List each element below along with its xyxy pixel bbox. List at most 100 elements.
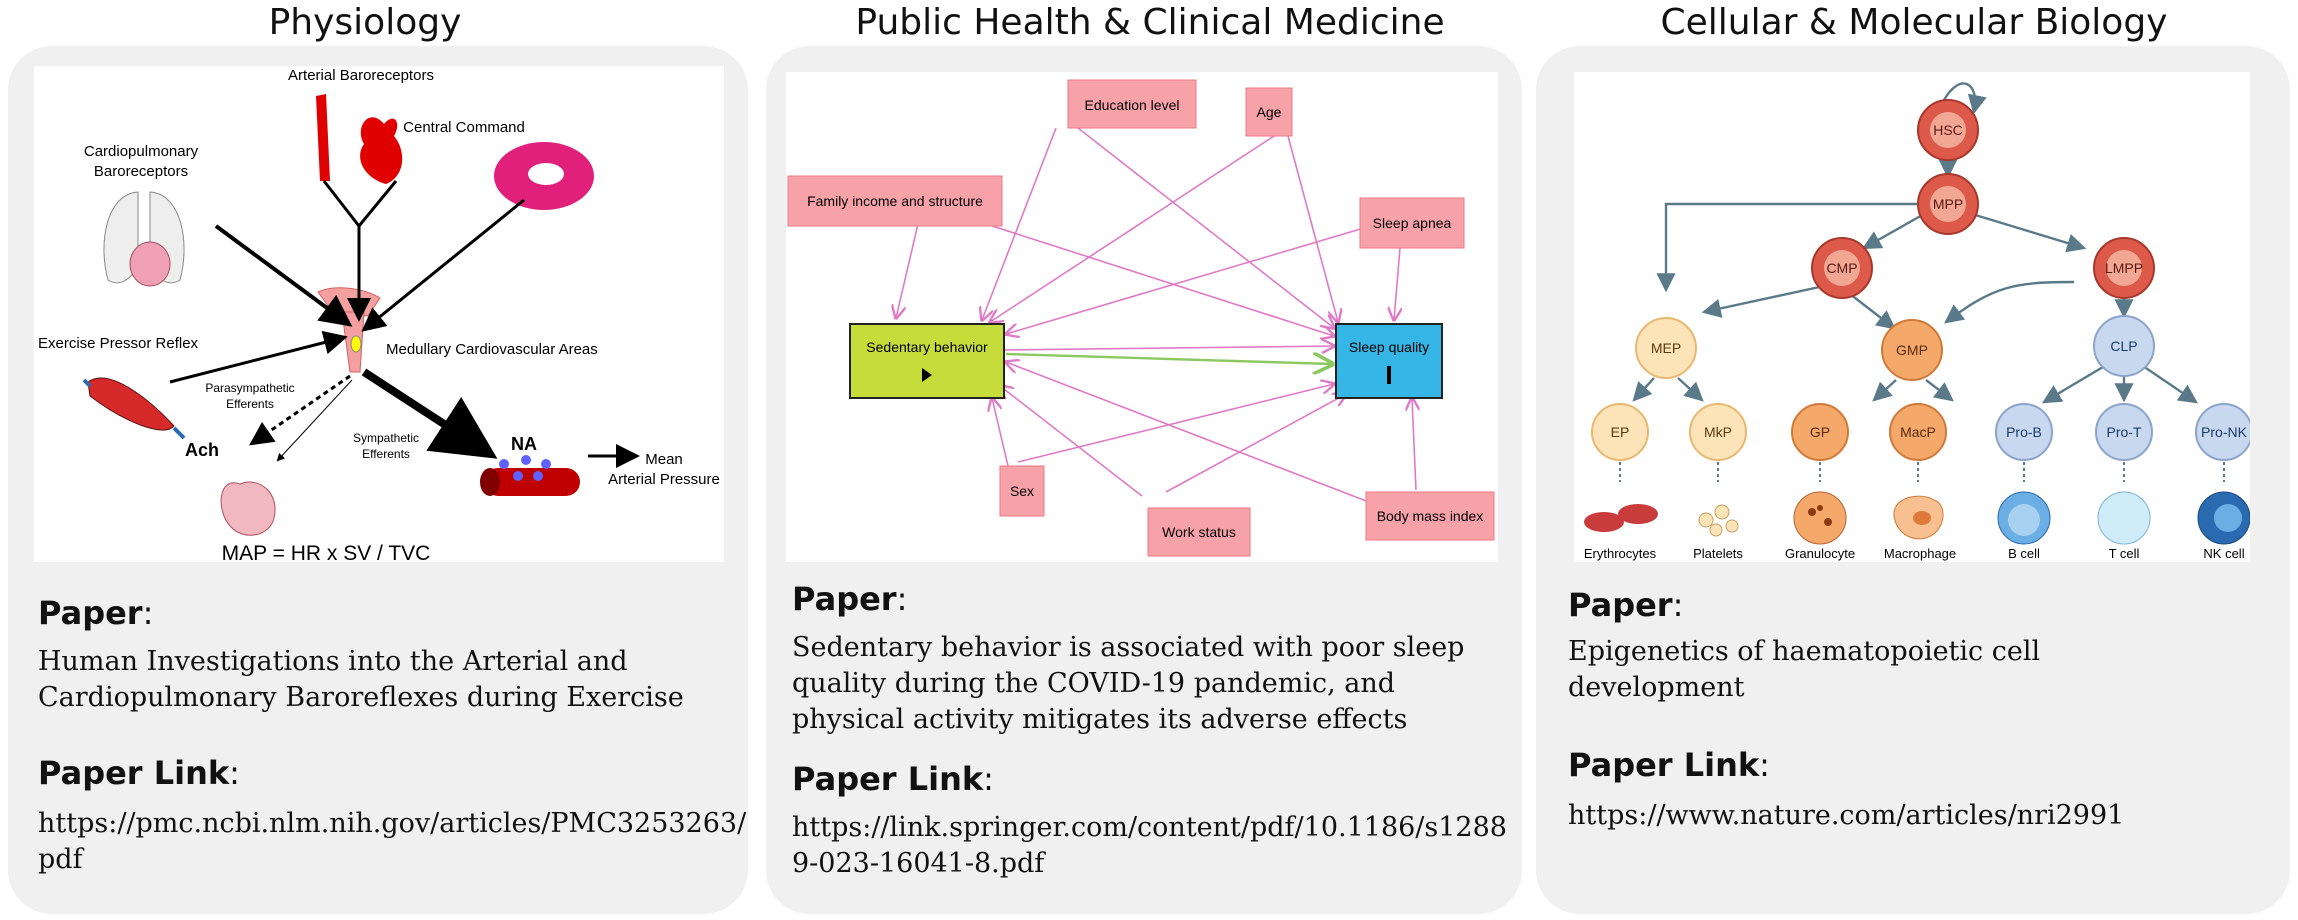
svg-text:MPP: MPP bbox=[1933, 196, 1963, 212]
label-medullary: Medullary Cardiovascular Areas bbox=[386, 341, 598, 358]
artery-icon bbox=[316, 94, 403, 184]
card-cell-biology: HSC MPP CMP LMPP MEP GMP CLP EP MkP GP M… bbox=[1536, 46, 2290, 914]
node-pro-b: Pro-B bbox=[1995, 403, 2053, 461]
heart-icon bbox=[220, 481, 276, 536]
baroreflex-figure: Arterial Baroreceptors Central Command C… bbox=[34, 66, 724, 562]
svg-text:EP: EP bbox=[1611, 424, 1630, 440]
central-command-icon bbox=[494, 142, 594, 210]
brainstem-icon bbox=[317, 287, 381, 373]
node-sex: Sex bbox=[999, 465, 1045, 517]
node-age: Age bbox=[1245, 87, 1293, 137]
svg-text:Work status: Work status bbox=[1162, 524, 1236, 540]
paper-label: Paper: bbox=[792, 580, 908, 618]
svg-text:Family income and structure: Family income and structure bbox=[807, 193, 983, 209]
main-effect-arrow bbox=[1005, 354, 1332, 364]
label-symp-efferents: Efferents bbox=[362, 447, 410, 461]
node-ep: EP bbox=[1591, 403, 1649, 461]
label-arterial-baroreceptors: Arterial Baroreceptors bbox=[288, 67, 434, 84]
dag-arrows bbox=[896, 127, 1416, 505]
label-b-cell: B cell bbox=[2008, 546, 2040, 561]
sleep-dag-figure: Education level Age Family income and st… bbox=[786, 72, 1498, 562]
node-cmp: CMP bbox=[1811, 237, 1873, 299]
t-cell-icon bbox=[2097, 491, 2151, 545]
muscle-icon bbox=[82, 377, 186, 440]
node-gp: GP bbox=[1791, 403, 1849, 461]
svg-text:Sleep quality: Sleep quality bbox=[1349, 339, 1429, 355]
vessel-icon bbox=[480, 455, 580, 496]
paper-label: Paper: bbox=[38, 594, 154, 632]
card-physiology: Arterial Baroreceptors Central Command C… bbox=[8, 46, 748, 914]
card-title-cell-biology: Cellular & Molecular Biology bbox=[1660, 2, 2168, 43]
label-baroreceptors: Baroreceptors bbox=[94, 163, 188, 180]
paper-link-label: Paper Link: bbox=[38, 754, 240, 792]
svg-text:LMPP: LMPP bbox=[2105, 260, 2143, 276]
label-t-cell: T cell bbox=[2109, 546, 2140, 561]
node-lmpp: LMPP bbox=[2093, 237, 2155, 299]
card-title-public-health: Public Health & Clinical Medicine bbox=[855, 2, 1445, 43]
label-granulocyte: Granulocyte bbox=[1785, 546, 1855, 561]
svg-text:Pro-NK: Pro-NK bbox=[2201, 424, 2248, 440]
node-family: Family income and structure bbox=[787, 175, 1003, 227]
card-title-physiology: Physiology bbox=[268, 2, 462, 43]
svg-text:Body mass index: Body mass index bbox=[1377, 508, 1484, 524]
label-erythrocytes: Erythrocytes bbox=[1584, 546, 1657, 561]
node-bmi: Body mass index bbox=[1365, 491, 1495, 541]
svg-text:Sedentary behavior: Sedentary behavior bbox=[866, 339, 988, 355]
label-macrophage: Macrophage bbox=[1884, 546, 1956, 561]
label-exercise-pressor: Exercise Pressor Reflex bbox=[38, 335, 199, 352]
paper-label: Paper: bbox=[1568, 586, 1684, 624]
maturation-arrows bbox=[1619, 462, 2225, 482]
svg-text:Sleep apnea: Sleep apnea bbox=[1373, 215, 1452, 231]
granulocyte-icon bbox=[1793, 491, 1847, 545]
node-clp: CLP bbox=[2093, 315, 2155, 377]
lineage-arrows bbox=[1632, 82, 2198, 404]
paper-link[interactable]: https://www.nature.com/articles/nri2991 bbox=[1568, 800, 2125, 831]
label-na: NA bbox=[511, 434, 537, 454]
card-public-health: Education level Age Family income and st… bbox=[766, 46, 1522, 914]
paper-title: Human Investigations into the Arterial a… bbox=[38, 646, 684, 713]
svg-text:CMP: CMP bbox=[1826, 260, 1857, 276]
node-gmp: GMP bbox=[1881, 319, 1943, 381]
node-mep: MEP bbox=[1635, 317, 1697, 379]
paper-title: Sedentary behavior is associated with po… bbox=[792, 632, 1465, 735]
haematopoiesis-figure: HSC MPP CMP LMPP MEP GMP CLP EP MkP GP M… bbox=[1574, 72, 2250, 562]
node-sleep: Sleep quality bbox=[1335, 323, 1443, 399]
svg-text:GMP: GMP bbox=[1896, 342, 1928, 358]
svg-text:HSC: HSC bbox=[1933, 122, 1963, 138]
svg-text:Pro-T: Pro-T bbox=[2107, 424, 2142, 440]
paper-link-label: Paper Link: bbox=[792, 760, 994, 798]
svg-text:MacP: MacP bbox=[1900, 424, 1936, 440]
label-para-efferents: Efferents bbox=[226, 397, 274, 411]
b-cell-icon bbox=[1997, 491, 2051, 545]
paper-link-label: Paper Link: bbox=[1568, 746, 1770, 784]
node-sedentary: Sedentary behavior bbox=[849, 323, 1005, 399]
svg-text:Education level: Education level bbox=[1085, 97, 1180, 113]
svg-text:GP: GP bbox=[1810, 424, 1830, 440]
label-map-formula: MAP = HR x SV / TVC bbox=[222, 542, 431, 562]
svg-text:MEP: MEP bbox=[1651, 340, 1681, 356]
label-mean: Mean bbox=[645, 451, 683, 468]
label-central-command: Central Command bbox=[403, 119, 525, 136]
node-macp: MacP bbox=[1889, 403, 1947, 461]
label-parasympathetic: Parasympathetic bbox=[205, 381, 294, 395]
label-sympathetic: Sympathetic bbox=[353, 431, 419, 445]
label-platelets: Platelets bbox=[1693, 546, 1743, 561]
physiology-arrows bbox=[169, 180, 640, 468]
paper-link[interactable]: https://pmc.ncbi.nlm.nih.gov/articles/PM… bbox=[38, 808, 747, 875]
svg-text:Age: Age bbox=[1257, 104, 1282, 120]
node-hsc: HSC bbox=[1917, 99, 1979, 161]
node-apnea: Sleep apnea bbox=[1359, 197, 1465, 249]
macrophage-icon bbox=[1893, 495, 1944, 540]
node-pro-t: Pro-T bbox=[2095, 403, 2153, 461]
node-work: Work status bbox=[1147, 507, 1251, 557]
label-ach: Ach bbox=[185, 440, 219, 460]
erythrocytes-icon bbox=[1584, 504, 1658, 532]
paper-link[interactable]: https://link.springer.com/content/pdf/10… bbox=[792, 812, 1507, 879]
svg-text:Pro-B: Pro-B bbox=[2006, 424, 2042, 440]
node-education: Education level bbox=[1067, 79, 1197, 129]
lungs-icon bbox=[103, 191, 185, 287]
platelets-icon bbox=[1698, 504, 1739, 537]
nk-cell-icon bbox=[2197, 491, 2250, 545]
node-mpp: MPP bbox=[1917, 173, 1979, 235]
paper-title: Epigenetics of haematopoietic cell devel… bbox=[1568, 636, 2041, 703]
